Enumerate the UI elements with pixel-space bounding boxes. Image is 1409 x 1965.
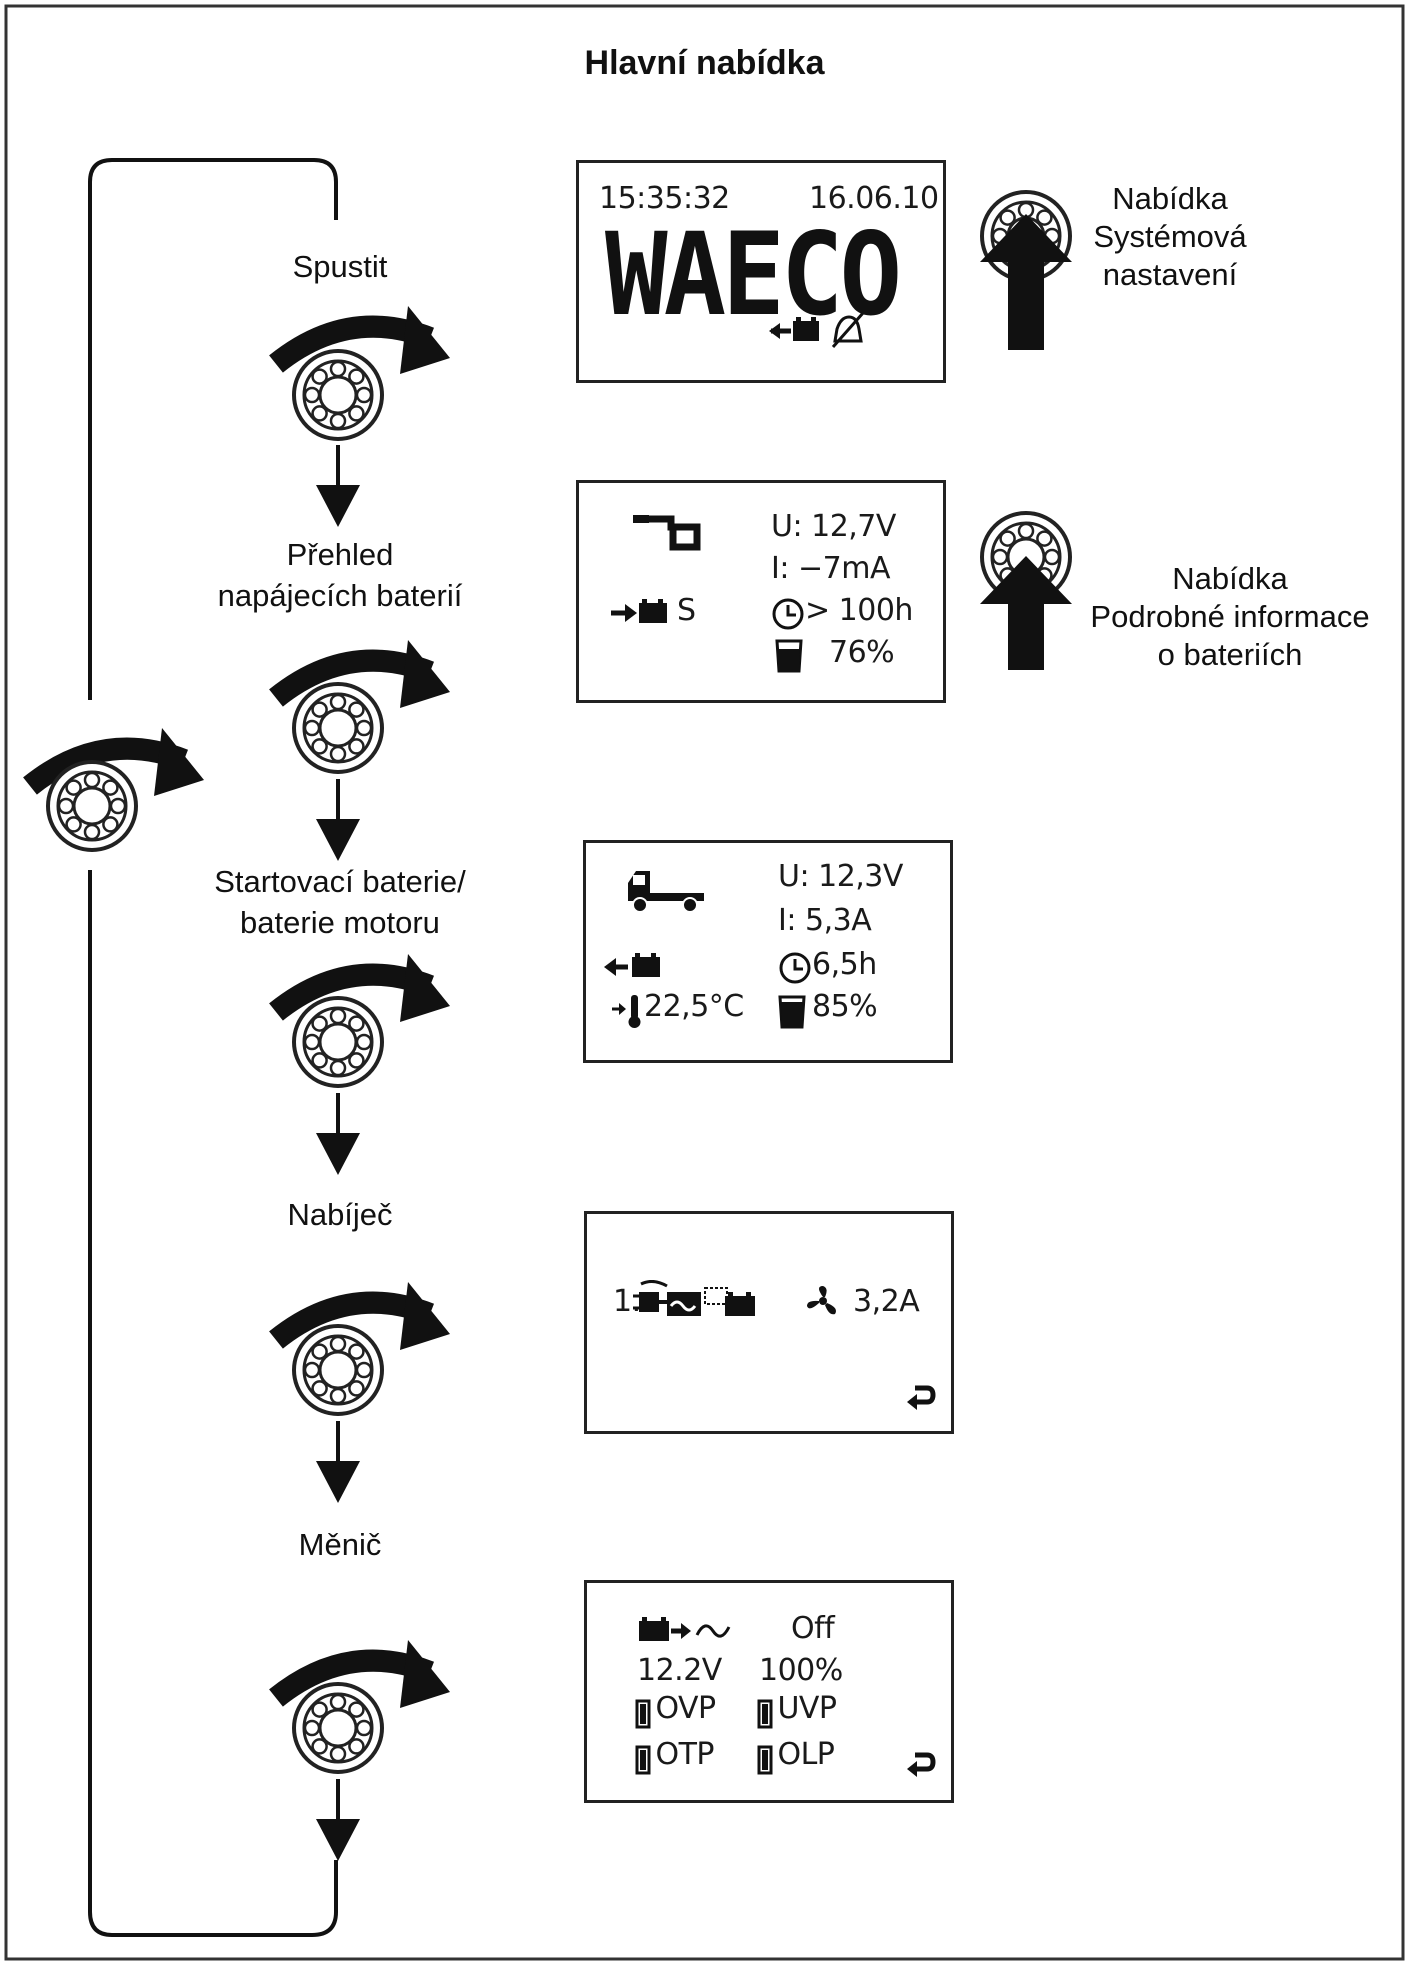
down-arrow-icon	[314, 777, 362, 863]
truck-icon	[628, 871, 704, 913]
bell-muted-icon	[831, 312, 865, 348]
inverter-voltage: 12.2V	[637, 1653, 722, 1688]
clock-icon	[779, 952, 811, 984]
otp-indicator: OTP	[635, 1737, 714, 1775]
olp-indicator: OLP	[757, 1737, 835, 1775]
screen-start: 15:35:32 16.06.10 WAECO	[576, 160, 946, 383]
inverter-state: Off	[791, 1611, 835, 1646]
starter-current: I: 5,3A	[778, 903, 872, 938]
press-arrow-icon	[980, 556, 1072, 670]
down-arrow-icon	[314, 1777, 362, 1863]
starter-charge: 85%	[812, 989, 878, 1024]
plug-icon	[633, 1280, 668, 1312]
step-label-start: Spustit	[292, 249, 388, 284]
charger-phase: 1.	[613, 1284, 641, 1319]
rotary-knob-icon	[46, 760, 138, 852]
temperature-icon	[612, 995, 641, 1028]
battery-to-ac-icon	[639, 1617, 731, 1641]
charger-current: 3,2A	[853, 1284, 920, 1319]
clock-time: 15:35:32	[599, 181, 730, 216]
screen-charger: 1. 3,2A	[584, 1211, 954, 1434]
status-icons	[769, 312, 865, 348]
screen-supply-batteries: U: 12,7V I: −7mA S > 100h 76%	[576, 480, 946, 703]
screen-inverter: Off 12.2V 100% OVP UVP OTP OLP	[584, 1580, 954, 1803]
rotary-knob-icon	[292, 349, 384, 441]
starter-temperature: 22,5°C	[644, 989, 744, 1024]
rotary-knob-icon	[292, 1682, 384, 1774]
starter-remaining-time: 6,5h	[812, 947, 877, 982]
step-label-charger: Nabíječ	[287, 1197, 393, 1232]
supply-mode: S	[677, 593, 696, 628]
down-arrow-icon	[314, 1419, 362, 1505]
supply-charge: 76%	[829, 635, 895, 670]
charger-box-icon	[667, 1292, 701, 1316]
indicator-box-icon	[635, 1699, 651, 1729]
battery-dashed-icon	[704, 1287, 755, 1316]
clock-date: 16.06.10	[809, 181, 939, 216]
rotary-knob-icon	[292, 682, 384, 774]
diagram-title: Hlavní nabídka	[584, 44, 825, 82]
battery-right-arrow-icon	[611, 599, 667, 623]
caravan-icon	[633, 515, 701, 551]
step-label-supply-batteries: Přehled napájecích baterií	[217, 537, 463, 613]
loop-line	[88, 158, 338, 1937]
indicator-box-icon	[635, 1745, 651, 1775]
clock-icon	[772, 598, 804, 630]
step-label-inverter: Měnič	[298, 1527, 382, 1562]
rotary-knob-icon	[292, 996, 384, 1088]
menu-label-battery-details: Nabídka Podrobné informace o bateriích	[1090, 561, 1370, 672]
charge-level-icon	[778, 995, 806, 1029]
return-icon[interactable]	[905, 1382, 937, 1412]
indicator-box-icon	[757, 1699, 773, 1729]
starter-voltage: U: 12,3V	[778, 859, 903, 894]
step-label-starter-battery: Startovací baterie/ baterie motoru	[214, 864, 466, 940]
return-icon[interactable]	[905, 1749, 937, 1779]
battery-left-arrow-icon	[769, 317, 819, 341]
charge-level-icon	[775, 639, 803, 673]
battery-left-arrow-icon	[604, 953, 660, 977]
ovp-indicator: OVP	[635, 1691, 716, 1729]
supply-remaining-time: > 100h	[805, 593, 913, 628]
inverter-load: 100%	[759, 1653, 843, 1688]
down-arrow-icon	[314, 443, 362, 529]
press-arrow-icon	[980, 214, 1072, 350]
supply-voltage: U: 12,7V	[771, 509, 896, 544]
outer-frame	[4, 4, 1405, 1961]
down-arrow-icon	[314, 1091, 362, 1177]
charger-flow-icon	[633, 1280, 755, 1316]
screen-starter-battery: U: 12,3V I: 5,3A 6,5h 22,5°C 85%	[583, 840, 953, 1063]
uvp-indicator: UVP	[757, 1691, 837, 1729]
supply-current: I: −7mA	[771, 551, 890, 586]
indicator-box-icon	[757, 1745, 773, 1775]
brand-logo: WAECO	[605, 207, 902, 342]
fan-icon	[807, 1286, 836, 1315]
menu-label-system-settings: Nabídka Systémová nastavení	[1093, 181, 1247, 292]
rotary-knob-icon	[292, 1324, 384, 1416]
